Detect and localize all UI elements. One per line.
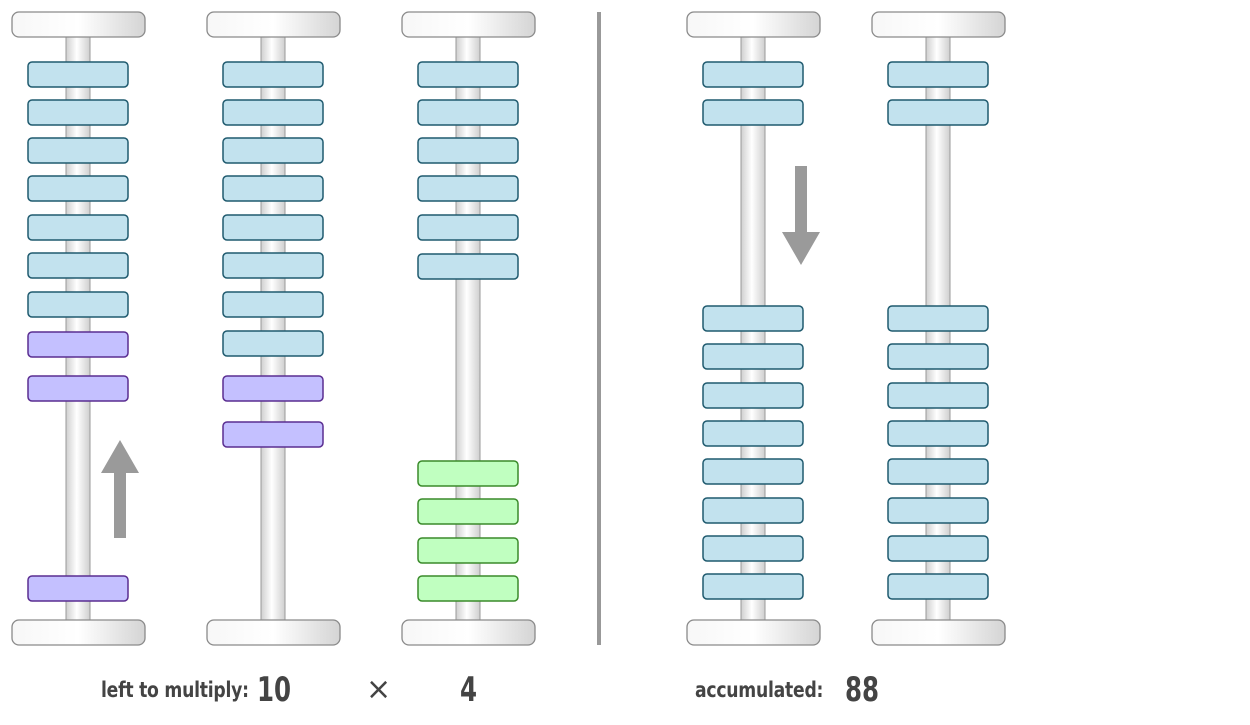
green-bead xyxy=(417,460,519,487)
blue-bead xyxy=(887,458,989,485)
blue-bead xyxy=(27,252,129,279)
blue-bead xyxy=(887,535,989,562)
blue-bead xyxy=(417,99,519,126)
rod-multiplier xyxy=(401,11,536,646)
blue-bead xyxy=(702,99,804,126)
blue-bead xyxy=(417,175,519,202)
blue-bead xyxy=(222,291,324,318)
left-to-multiply-caption: left to multiply: xyxy=(101,678,249,702)
blue-bead xyxy=(222,252,324,279)
blue-bead xyxy=(887,61,989,88)
blue-bead xyxy=(222,61,324,88)
blue-bead xyxy=(702,382,804,409)
rod-multiplicand-tens xyxy=(11,11,146,646)
abacus-bottom-base xyxy=(686,619,821,646)
green-bead xyxy=(417,537,519,564)
purple-bead xyxy=(27,375,129,402)
blue-bead xyxy=(27,175,129,202)
blue-bead xyxy=(27,214,129,241)
multiplier-value: 4 xyxy=(460,670,478,710)
purple-bead xyxy=(222,421,324,448)
blue-bead xyxy=(887,573,989,600)
abacus-bottom-base xyxy=(401,619,536,646)
blue-bead xyxy=(887,305,989,332)
blue-bead xyxy=(222,175,324,202)
blue-bead xyxy=(702,573,804,600)
blue-bead xyxy=(417,61,519,88)
abacus-top-cap xyxy=(206,11,341,38)
purple-bead xyxy=(27,575,129,602)
abacus-top-cap xyxy=(401,11,536,38)
times-sign: × xyxy=(366,672,392,707)
blue-bead xyxy=(27,291,129,318)
blue-bead xyxy=(27,99,129,126)
abacus-bottom-base xyxy=(11,619,146,646)
green-bead xyxy=(417,498,519,525)
blue-bead xyxy=(887,382,989,409)
abacus-bottom-base xyxy=(871,619,1006,646)
blue-bead xyxy=(702,305,804,332)
blue-bead xyxy=(417,214,519,241)
blue-bead xyxy=(887,497,989,524)
arrow-up-icon xyxy=(101,440,139,538)
abacus-rod xyxy=(260,29,286,626)
green-bead xyxy=(417,575,519,602)
blue-bead xyxy=(27,137,129,164)
blue-bead xyxy=(702,535,804,562)
blue-bead xyxy=(222,99,324,126)
accumulated-value: 88 xyxy=(845,670,880,710)
rod-accumulated-tens xyxy=(686,11,821,646)
blue-bead xyxy=(887,343,989,370)
blue-bead xyxy=(887,420,989,447)
abacus-top-cap xyxy=(11,11,146,38)
blue-bead xyxy=(222,214,324,241)
blue-bead xyxy=(702,420,804,447)
blue-bead xyxy=(27,61,129,88)
abacus-top-cap xyxy=(686,11,821,38)
blue-bead xyxy=(702,61,804,88)
multiplicand-value: 10 xyxy=(257,670,292,710)
rod-accumulated-ones xyxy=(871,11,1006,646)
blue-bead xyxy=(222,330,324,357)
blue-bead xyxy=(702,497,804,524)
abacus-bottom-base xyxy=(206,619,341,646)
blue-bead xyxy=(417,137,519,164)
blue-bead xyxy=(702,458,804,485)
accumulated-caption: accumulated: xyxy=(695,678,824,702)
rod-multiplicand-ones xyxy=(206,11,341,646)
blue-bead xyxy=(222,137,324,164)
abacus-top-cap xyxy=(871,11,1006,38)
blue-bead xyxy=(887,99,989,126)
blue-bead xyxy=(417,253,519,280)
blue-bead xyxy=(702,343,804,370)
purple-bead xyxy=(27,331,129,358)
purple-bead xyxy=(222,375,324,402)
arrow-down-icon xyxy=(782,166,820,265)
